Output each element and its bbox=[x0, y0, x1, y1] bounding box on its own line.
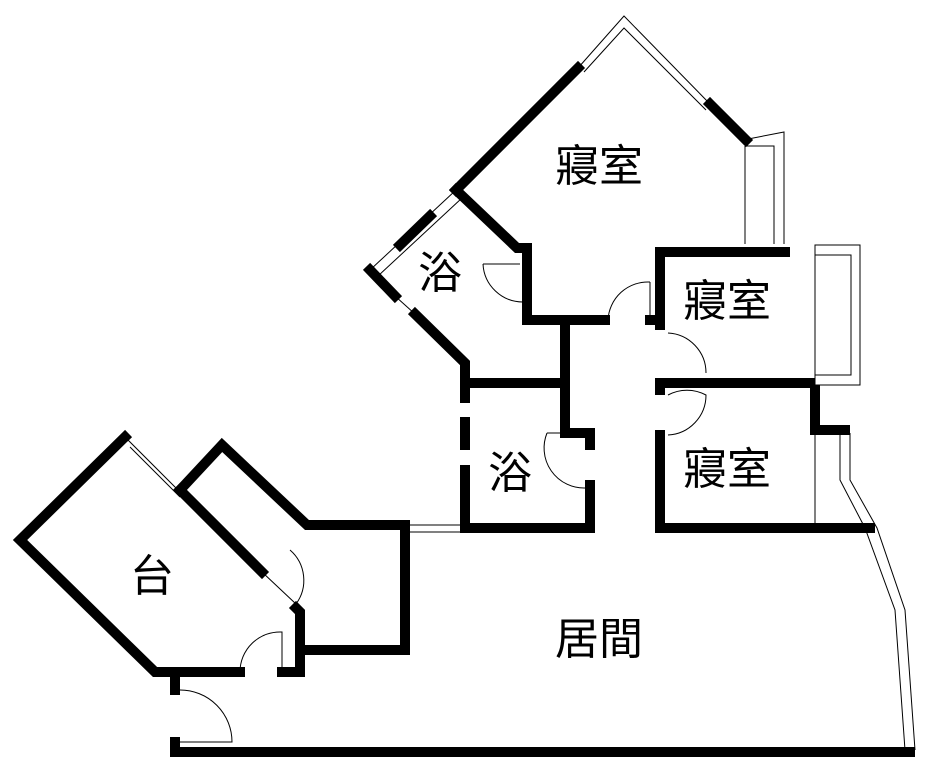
bath-2-walls bbox=[460, 320, 595, 533]
kitchen-walls bbox=[12, 429, 410, 677]
living-walls bbox=[170, 524, 915, 757]
bedrooms-walls bbox=[655, 244, 916, 751]
bath-1-walls bbox=[362, 189, 524, 390]
room-label-bath-2: 浴 bbox=[488, 448, 532, 499]
room-label-bedroom-3: 寢室 bbox=[683, 444, 771, 495]
room-label-bath-1: 浴 bbox=[418, 248, 462, 299]
room-label-living: 居間 bbox=[555, 614, 643, 665]
room-label-bedroom-2: 寢室 bbox=[683, 276, 771, 327]
room-label-master-bedroom: 寢室 bbox=[555, 141, 643, 192]
room-label-kitchen: 台 bbox=[130, 551, 174, 602]
master-bedroom-walls bbox=[448, 15, 785, 325]
